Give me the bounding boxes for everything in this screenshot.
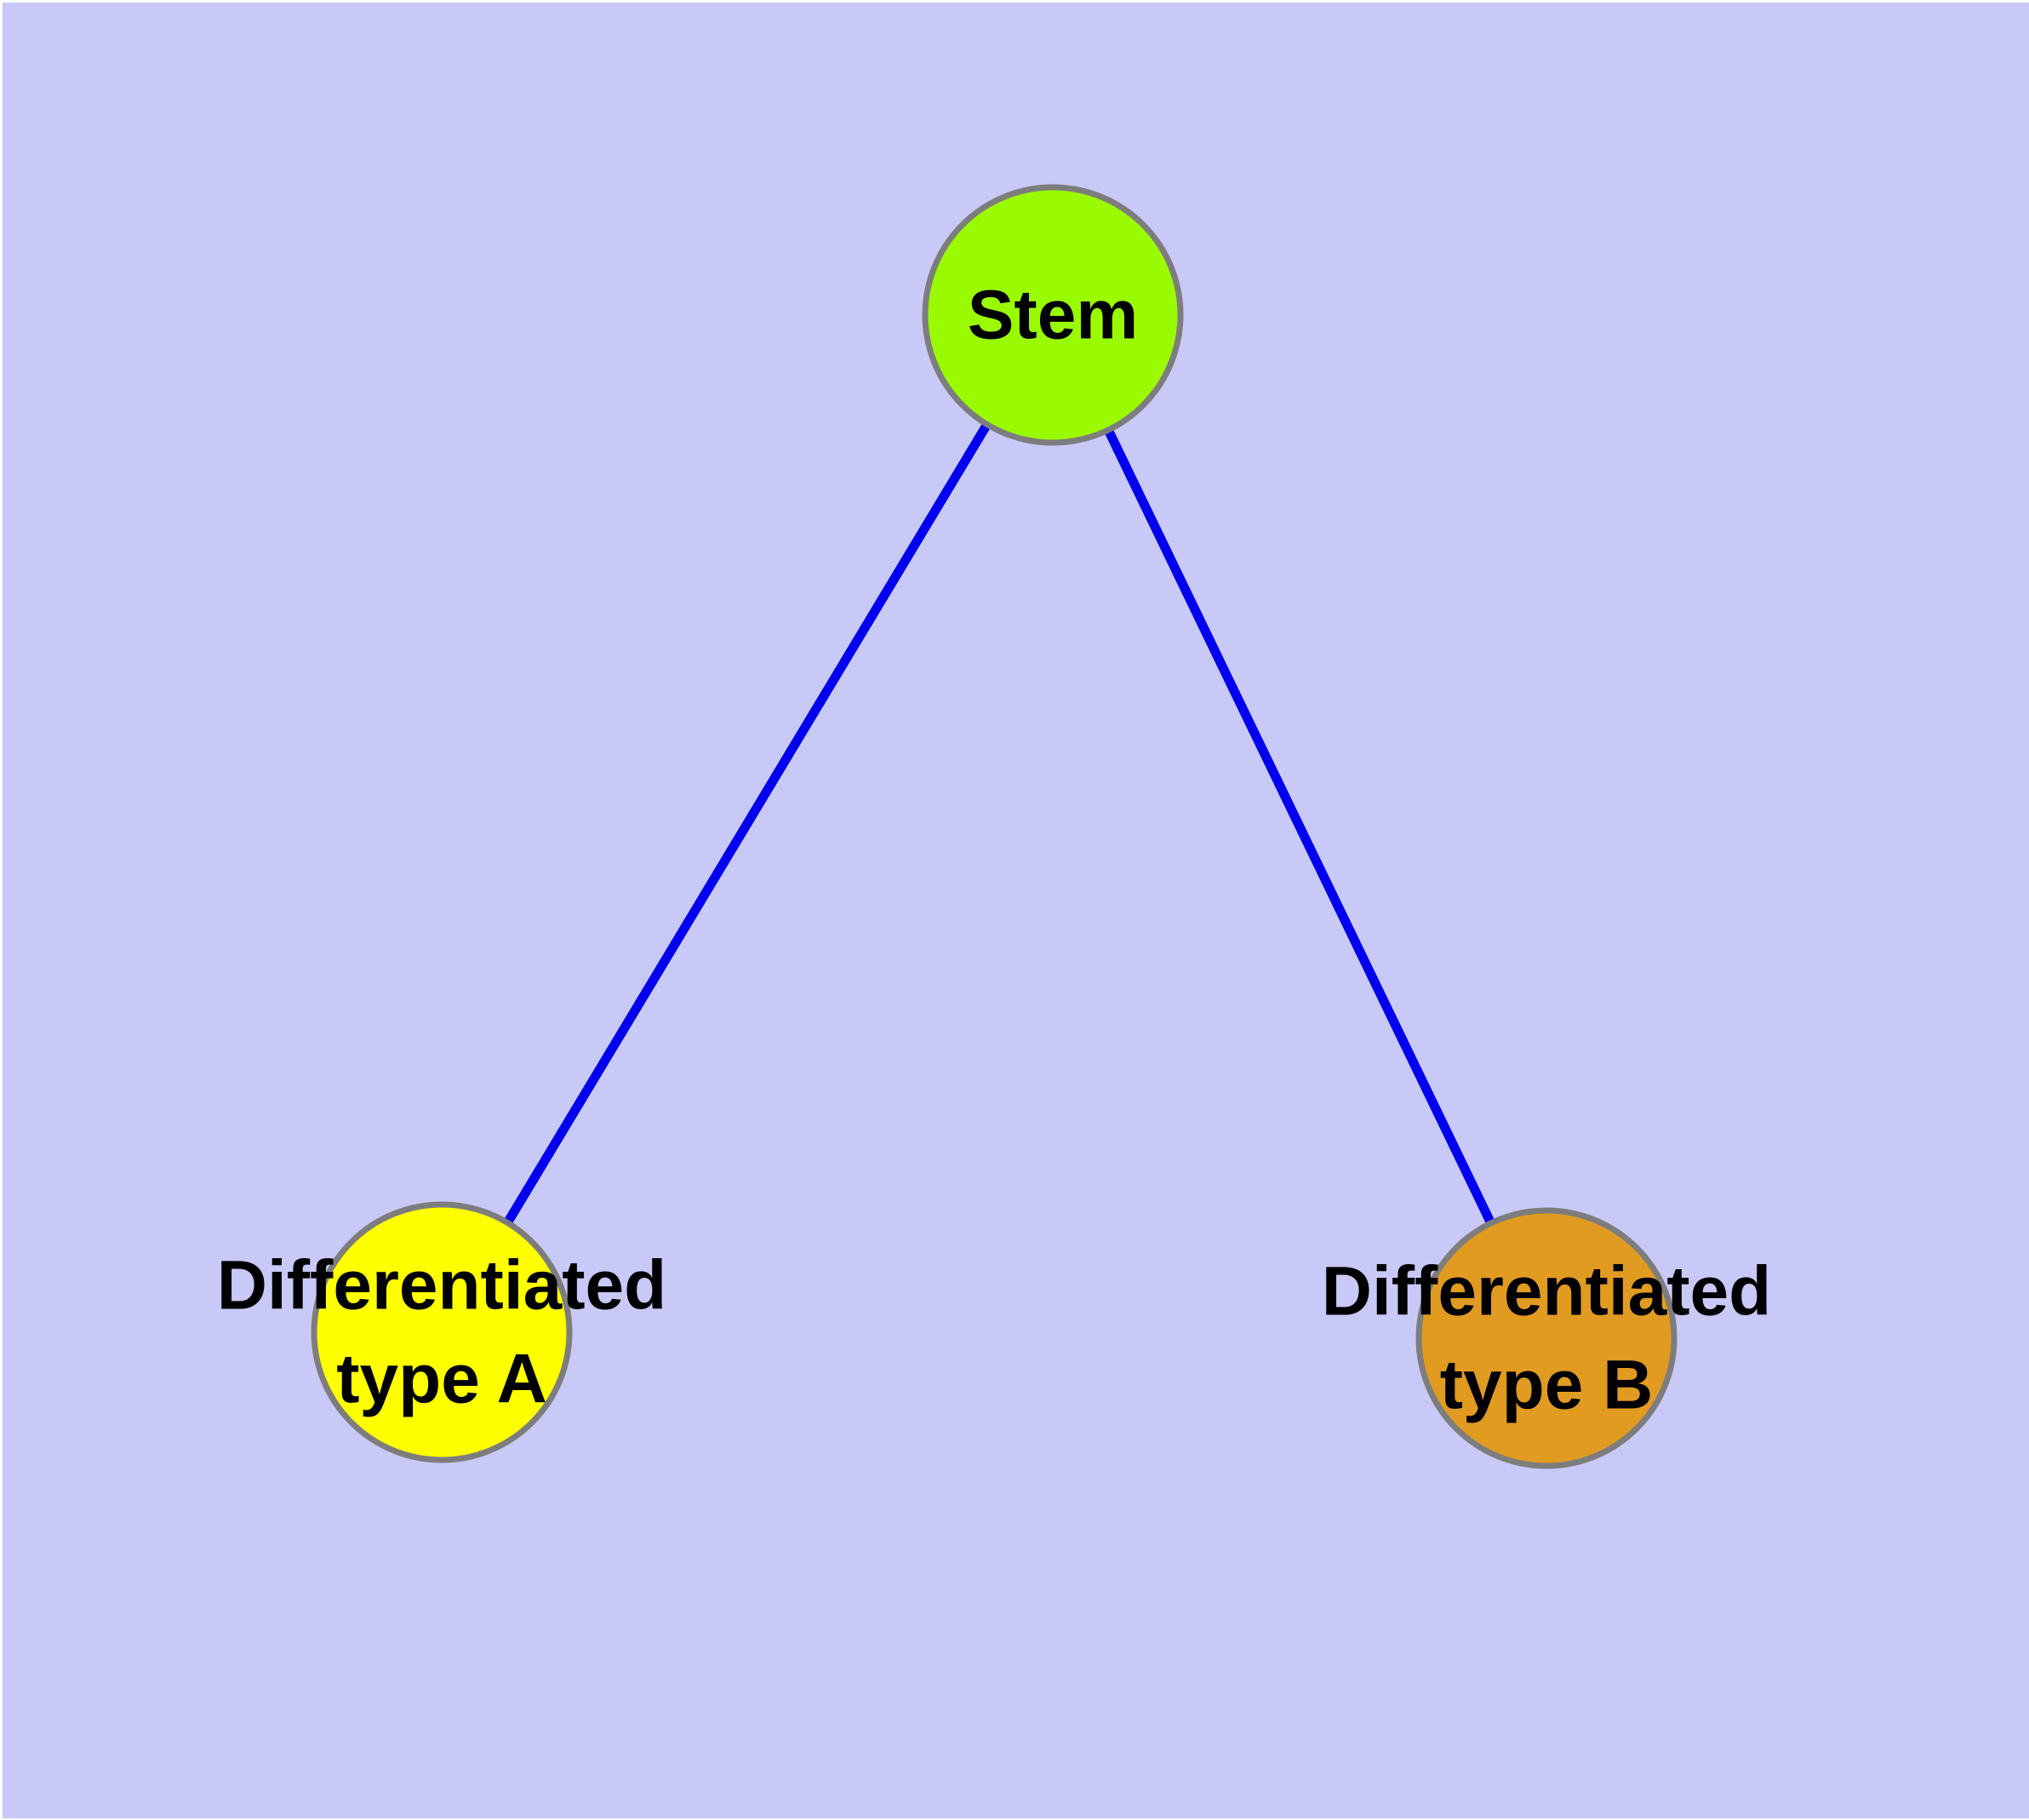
node-diff-b-label-line-2: type B	[1440, 1347, 1654, 1424]
edge-stem-to-diff-a	[437, 312, 1057, 1335]
node-diff-a-label-line-2: type A	[336, 1341, 547, 1418]
node-diff-a-label-line-1: Differentiated	[217, 1247, 667, 1325]
node-diff-b-label-line-1: Differentiated	[1322, 1253, 1772, 1331]
node-diff-b-circle	[1415, 1207, 1677, 1469]
edge-stem-to-diff-b	[1049, 312, 1551, 1341]
node-diff-a-circle	[311, 1201, 573, 1463]
node-stem-label-line-1: Stem	[968, 277, 1139, 354]
node-diff-b: Differentiated type B	[1322, 1207, 1772, 1469]
node-stem-circle	[922, 184, 1184, 446]
node-diff-a: Differentiated type A	[217, 1201, 667, 1463]
node-stem: Stem	[922, 184, 1184, 446]
